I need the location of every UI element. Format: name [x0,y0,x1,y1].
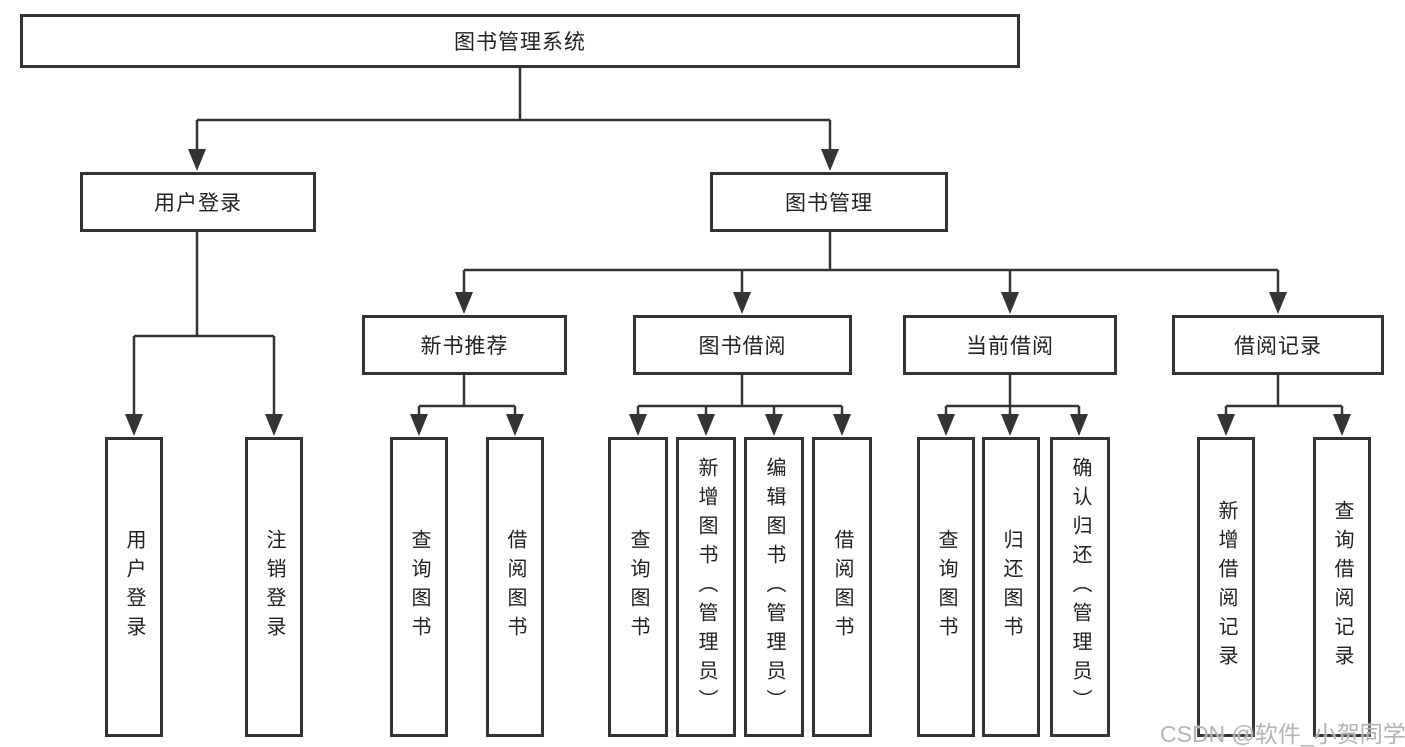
leaf-confirm-return-admin: 确认归还（管理员） [1050,437,1110,737]
leaf-recommend-query-books: 查询图书 [390,437,448,737]
leaf-recommend-borrow-books-label: 借阅图书 [504,529,526,645]
csdn-watermark: CSDN @软件_小贺同学 [1160,721,1405,747]
leaf-add-borrow-record: 新增借阅记录 [1197,437,1255,737]
leaf-logout: 注销登录 [245,437,303,737]
leaf-borrow-query-books-label: 查询图书 [627,529,649,645]
node-book-borrow-label: 图书借阅 [698,335,787,358]
node-user-login: 用户登录 [80,172,316,232]
node-current-borrow: 当前借阅 [903,315,1117,375]
leaf-user-login-label: 用户登录 [123,529,145,645]
leaf-query-borrow-record-label: 查询借阅记录 [1331,500,1353,674]
leaf-add-book-admin-label: 新增图书（管理员） [695,456,717,718]
leaf-add-book-admin: 新增图书（管理员） [676,437,736,737]
node-root-label: 图书管理系统 [454,31,586,54]
leaf-recommend-query-books-label: 查询图书 [408,529,430,645]
node-new-book-recommend-label: 新书推荐 [420,335,509,358]
leaf-confirm-return-admin-label: 确认归还（管理员） [1069,456,1091,718]
leaf-borrow-book-label: 借阅图书 [831,529,853,645]
node-user-login-label: 用户登录 [154,192,242,215]
leaf-return-book: 归还图书 [982,437,1040,737]
leaf-user-login: 用户登录 [105,437,163,737]
node-new-book-recommend: 新书推荐 [362,315,567,375]
node-book-borrow: 图书借阅 [633,315,852,375]
leaf-edit-book-admin-label: 编辑图书（管理员） [763,456,785,718]
leaf-current-query-books: 查询图书 [917,437,975,737]
leaf-borrow-query-books: 查询图书 [608,437,668,737]
leaf-edit-book-admin: 编辑图书（管理员） [744,437,804,737]
node-current-borrow-label: 当前借阅 [966,335,1054,358]
leaf-recommend-borrow-books: 借阅图书 [486,437,544,737]
node-borrow-records-label: 借阅记录 [1234,335,1322,358]
leaf-borrow-book: 借阅图书 [812,437,872,737]
leaf-query-borrow-record: 查询借阅记录 [1313,437,1371,737]
node-borrow-records: 借阅记录 [1172,315,1384,375]
leaf-current-query-books-label: 查询图书 [935,529,957,645]
node-book-management: 图书管理 [710,172,948,232]
leaf-logout-label: 注销登录 [263,529,285,645]
leaf-add-borrow-record-label: 新增借阅记录 [1215,500,1237,674]
node-book-management-label: 图书管理 [785,192,873,215]
leaf-return-book-label: 归还图书 [1000,529,1022,645]
node-root-library-system: 图书管理系统 [20,14,1020,68]
